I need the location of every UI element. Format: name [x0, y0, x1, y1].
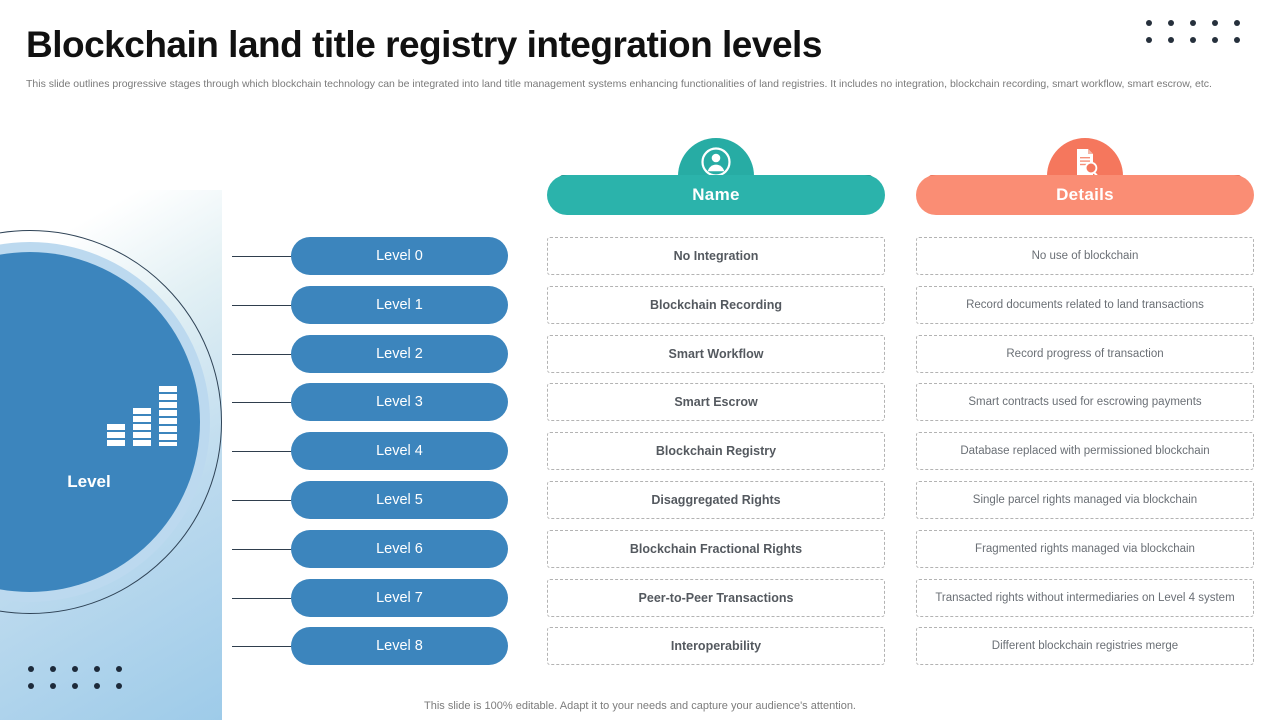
- dot: [1190, 20, 1196, 26]
- connector-line: [232, 256, 292, 257]
- connector-line: [232, 451, 292, 453]
- detail-cell[interactable]: Fragmented rights managed via blockchain: [916, 529, 1254, 568]
- table-row: Level 3 Smart Escrow Smart contracts used …: [0, 383, 1280, 422]
- detail-cell[interactable]: Different blockchain registries merge: [916, 627, 1254, 666]
- level-pill[interactable]: Level 2: [291, 334, 508, 373]
- level-pill[interactable]: Level 5: [291, 481, 508, 519]
- dot: [94, 666, 100, 672]
- name-cell[interactable]: Blockchain Recording: [547, 285, 885, 324]
- dot: [1212, 37, 1218, 43]
- column-header-name: Name: [547, 138, 885, 218]
- table-row: Level 5 Disaggregated Rights Single parcel…: [0, 481, 1280, 519]
- dot: [72, 683, 78, 689]
- level-pill[interactable]: Level 8: [291, 627, 508, 666]
- dot: [50, 666, 56, 672]
- name-cell[interactable]: No Integration: [547, 237, 885, 275]
- column-header-name-label: Name: [547, 175, 885, 215]
- table-row: Level 8 Interoperability Different blockch…: [0, 627, 1280, 666]
- connector-line: [232, 402, 292, 404]
- name-cell[interactable]: Blockchain Fractional Rights: [547, 529, 885, 568]
- dot: [1146, 20, 1152, 26]
- page-subtitle: This slide outlines progressive stages t…: [26, 78, 1212, 90]
- dot: [116, 666, 122, 672]
- dot: [1168, 37, 1174, 43]
- dot: [1234, 20, 1240, 26]
- dot: [116, 683, 122, 689]
- connector-line: [232, 548, 292, 550]
- level-pill[interactable]: Level 1: [291, 285, 508, 324]
- detail-cell[interactable]: Database replaced with permissioned bloc…: [916, 432, 1254, 471]
- column-header-details: Details: [916, 138, 1254, 218]
- name-cell[interactable]: Smart Workflow: [547, 334, 885, 373]
- column-header-details-label: Details: [916, 175, 1254, 215]
- footer-note: This slide is 100% editable. Adapt it to…: [424, 700, 856, 712]
- level-pill[interactable]: Level 4: [291, 432, 508, 471]
- detail-cell[interactable]: No use of blockchain: [916, 237, 1254, 275]
- table-row: Level 7 Peer-to-Peer Transactions Transact…: [0, 578, 1280, 617]
- name-cell[interactable]: Disaggregated Rights: [547, 481, 885, 519]
- connector-line: [232, 304, 292, 306]
- connector-line: [232, 646, 292, 648]
- name-cell[interactable]: Peer-to-Peer Transactions: [547, 578, 885, 617]
- table-row: Level 4 Blockchain Registry Database repla…: [0, 432, 1280, 471]
- connector-line: [232, 500, 292, 501]
- dot: [28, 666, 34, 672]
- dot: [94, 683, 100, 689]
- dot: [28, 683, 34, 689]
- detail-cell[interactable]: Transacted rights without intermediaries…: [916, 578, 1254, 617]
- table-row: Level 2 Smart Workflow Record progress of …: [0, 334, 1280, 373]
- level-panel-label: Level: [67, 472, 111, 491]
- page-title: Blockchain land title registry integrati…: [26, 24, 822, 65]
- table-row: Level 1 Blockchain Recording Record docume…: [0, 285, 1280, 324]
- bar-chart-icon: [103, 386, 183, 446]
- dot: [1234, 37, 1240, 43]
- dot: [50, 683, 56, 689]
- level-graphic-panel: Level: [0, 190, 222, 720]
- name-cell[interactable]: Blockchain Registry: [547, 432, 885, 471]
- table-row: Level 6 Blockchain Fractional Rights Fragm…: [0, 529, 1280, 568]
- name-cell[interactable]: Smart Escrow: [547, 383, 885, 422]
- dot: [1190, 37, 1196, 43]
- detail-cell[interactable]: Single parcel rights managed via blockch…: [916, 481, 1254, 519]
- decorative-dot-grid-top-right: [1146, 20, 1256, 54]
- level-pill[interactable]: Level 7: [291, 578, 508, 617]
- table-row: Level 0 No Integration No use of blockchai…: [0, 237, 1280, 275]
- name-cell[interactable]: Interoperability: [547, 627, 885, 666]
- level-pill[interactable]: Level 0: [291, 237, 508, 275]
- level-pill[interactable]: Level 3: [291, 383, 508, 422]
- dot: [1146, 37, 1152, 43]
- document-search-icon: [1070, 147, 1100, 177]
- level-pill[interactable]: Level 6: [291, 529, 508, 568]
- detail-cell[interactable]: Smart contracts used for escrowing payme…: [916, 383, 1254, 422]
- dot: [72, 666, 78, 672]
- dot: [1168, 20, 1174, 26]
- connector-line: [232, 597, 292, 599]
- detail-cell[interactable]: Record documents related to land transac…: [916, 285, 1254, 324]
- dot: [1212, 20, 1218, 26]
- connector-line: [232, 353, 292, 355]
- decorative-dot-grid-bottom-left: [28, 666, 138, 700]
- detail-cell[interactable]: Record progress of transaction: [916, 334, 1254, 373]
